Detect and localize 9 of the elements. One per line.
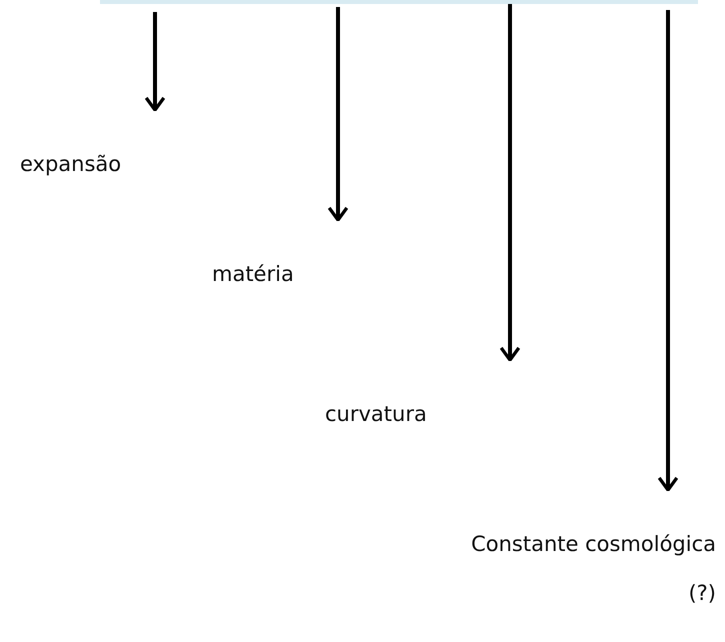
node-label: Constante cosmológica [470, 534, 716, 555]
node-label: expansão [20, 154, 122, 175]
arrow [144, 12, 166, 112]
node-label: curvatura [325, 404, 428, 425]
arrow [658, 10, 678, 492]
arrow [500, 4, 520, 362]
node-label: matéria [212, 264, 295, 285]
arrow [328, 7, 348, 222]
node-label: (?) [687, 583, 716, 604]
